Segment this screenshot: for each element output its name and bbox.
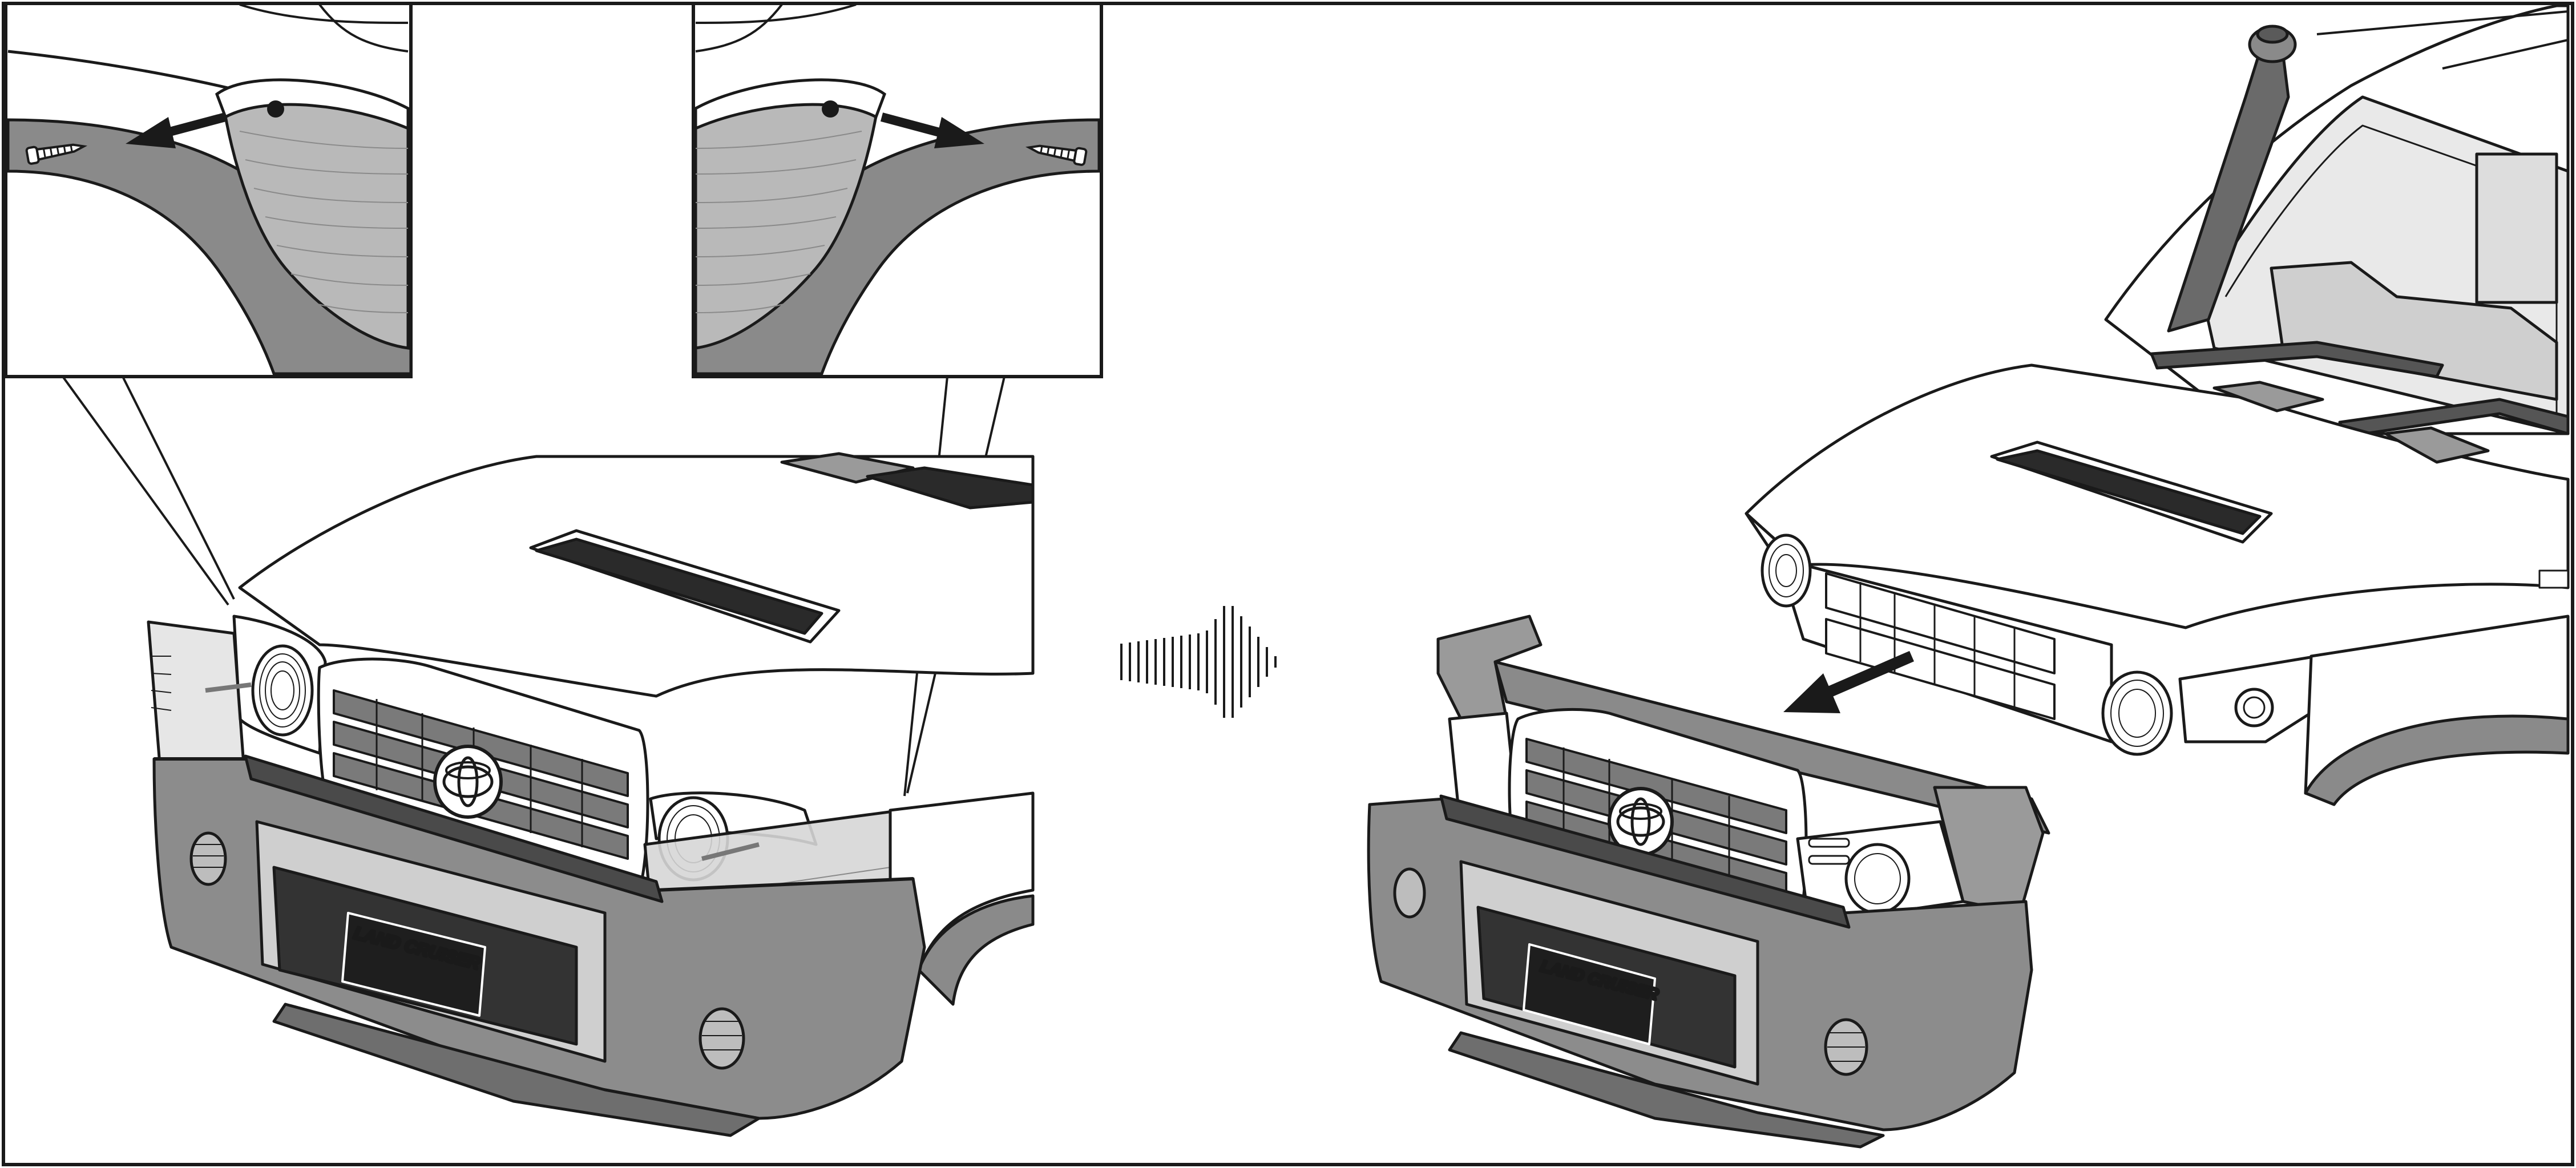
inset-left-screw-detail	[4, 2, 413, 378]
radiator-support	[1825, 572, 2056, 720]
pull-arrow-icon	[126, 112, 227, 148]
headlight-left	[251, 644, 314, 737]
headlight-right	[2101, 670, 2173, 756]
screw-icon	[25, 143, 88, 165]
cowl-vent	[780, 452, 1035, 510]
pull-arrow-icon	[1783, 650, 1914, 713]
front-assembly-removed: LAND CRUISER	[1367, 615, 2050, 1149]
callout-leaders	[62, 375, 1006, 797]
screw-icon	[1025, 144, 1088, 166]
vehicle-body-front-removed	[1745, 4, 2570, 806]
inset-right-screw-detail	[692, 2, 1103, 378]
screw-hole	[267, 100, 284, 118]
fog-light-left	[1393, 867, 1426, 919]
transition-arrow-icon	[1120, 606, 1277, 718]
fender-flare	[2304, 714, 2570, 806]
fog-light-right	[698, 1007, 745, 1070]
toyota-emblem	[433, 745, 503, 819]
vehicle-front-assembled: LAND CRUISER	[147, 452, 1035, 1137]
wiper-left	[2150, 341, 2444, 378]
fog-light-left	[189, 831, 227, 886]
pull-arrow-icon	[880, 112, 984, 148]
screw-hole	[822, 100, 839, 118]
